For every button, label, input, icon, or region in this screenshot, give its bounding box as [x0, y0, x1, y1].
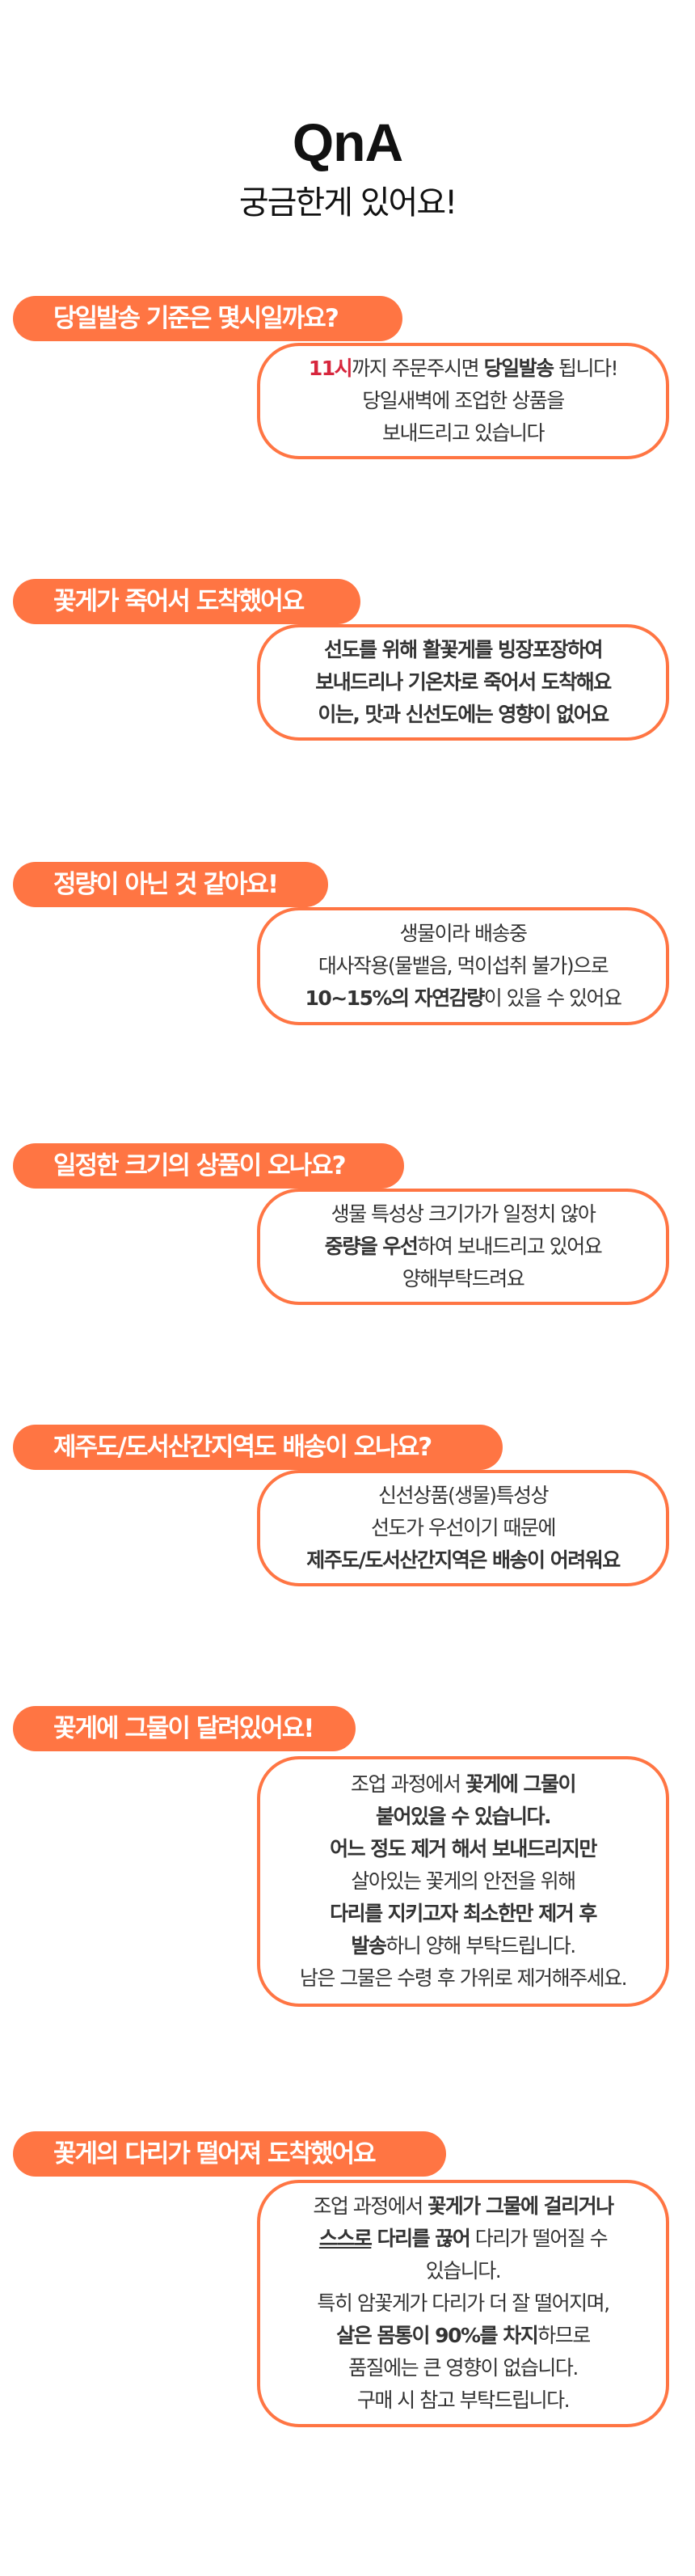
question-pill: 제주도/도서산간지역도 배송이 오나요?	[13, 1425, 503, 1470]
answer-text-emphasis: 11시	[308, 357, 353, 380]
page-subtitle: 궁금한게 있어요!	[238, 184, 457, 222]
answer-line: 남은 그물은 수령 후 가위로 제거해주세요.	[299, 1962, 628, 1995]
answer-text-emphasis: 보내드리나 기온차로 죽어서 도착해요	[315, 670, 612, 694]
answer-line: 중량을 우선하여 보내드리고 있어요	[324, 1231, 603, 1263]
answer-text-emphasis: 다리를 지키고자 최소한만 제거 후	[330, 1902, 597, 1925]
answer-text: 남은 그물은 수령 후 가위로 제거해주세요.	[299, 1966, 628, 1990]
answer-text: 하므로	[537, 2324, 591, 2347]
answer-line: 10~15%의 자연감량이 있을 수 있어요	[305, 982, 622, 1015]
answer-line: 다리를 지키고자 최소한만 제거 후	[330, 1898, 597, 1930]
answer-text: 하니 양해 부탁드립니다.	[385, 1934, 576, 1957]
answer-line: 대사작용(물뱉음, 먹이섭취 불가)으로	[318, 950, 609, 982]
answer-line: 당일새벽에 조업한 상품을	[362, 385, 565, 417]
answer-line: 선도가 우선이기 때문에	[371, 1512, 556, 1544]
answer-line: 스스로 다리를 끊어 다리가 떨어질 수	[318, 2223, 609, 2255]
answer-text: 특히 암꽃게가 다리가 더 잘 떨어지며,	[317, 2291, 610, 2315]
answer-text-emphasis: 중량을 우선	[324, 1235, 419, 1258]
answer-text: 양해부탁드려요	[402, 1267, 525, 1290]
answer-text: 생물 특성상 크기가가 일정치 않아	[331, 1202, 596, 1226]
answer-text-emphasis: 스스로	[318, 2227, 373, 2250]
answer-line: 구매 시 참고 부탁드립니다.	[356, 2384, 571, 2417]
answer-line: 제주도/도서산간지역은 배송이 어려워요	[306, 1544, 621, 1577]
answer-text: 신선상품(생물)특성상	[377, 1484, 550, 1507]
question-pill: 꽃게가 죽어서 도착했어요	[13, 579, 360, 624]
answer-line: 이는, 맛과 신선도에는 영향이 없어요	[318, 699, 609, 731]
answer-text: 당일새벽에 조업한 상품을	[362, 389, 565, 412]
answer-text-emphasis: 살은 몸통이 90%를 차지	[336, 2324, 538, 2347]
answer-text: 됩니다!	[553, 357, 619, 380]
answer-text-emphasis: 발송	[351, 1934, 387, 1957]
answer-text: 까지 주문주시면	[352, 357, 484, 380]
answer-text: 품질에는 큰 영향이 없습니다.	[348, 2356, 579, 2380]
answer-text: 보내드리고 있습니다	[382, 421, 545, 445]
answer-line: 특히 암꽃게가 다리가 더 잘 떨어지며,	[317, 2287, 610, 2320]
answer-line: 살아있는 꽃게의 안전을 위해	[351, 1865, 576, 1898]
answer-text: 조업 과정에서	[313, 2194, 428, 2218]
answer-line: 붙어있을 수 있습니다.	[376, 1801, 551, 1833]
answer-line: 조업 과정에서 꽃게에 그물이	[350, 1768, 577, 1801]
answer-line: 11시까지 주문주시면 당일발송 됩니다!	[308, 353, 619, 385]
question-pill: 당일발송 기준은 몇시일까요?	[13, 296, 402, 341]
answer-line: 선도를 위해 활꽃게를 빙장포장하여	[323, 634, 604, 666]
answer-text: 조업 과정에서	[350, 1772, 465, 1796]
answer-text-emphasis: 제주도/도서산간지역은 배송이 어려워요	[306, 1548, 621, 1572]
answer-line: 발송하니 양해 부탁드립니다.	[351, 1930, 576, 1962]
answer-line: 보내드리나 기온차로 죽어서 도착해요	[315, 666, 612, 699]
answer-text: 하여 보내드리고 있어요	[417, 1235, 602, 1258]
answer-text: 대사작용(물뱉음, 먹이섭취 불가)으로	[318, 954, 609, 978]
answer-text-emphasis: 꽃게가 그물에 걸리거나	[428, 2194, 614, 2218]
answer-text-emphasis: 다리를 끊어	[371, 2227, 471, 2250]
answer-text: 구매 시 참고 부탁드립니다.	[356, 2388, 571, 2412]
answer-text-emphasis: 붙어있을 수 있습니다.	[376, 1805, 551, 1828]
answer-text-emphasis: 어느 정도 제거 해서 보내드리지만	[330, 1837, 597, 1860]
answer-text-emphasis: 꽃게에 그물이	[465, 1772, 577, 1796]
answer-line: 품질에는 큰 영향이 없습니다.	[348, 2352, 579, 2384]
answer-line: 있습니다.	[425, 2255, 502, 2287]
question-pill: 꽃게의 다리가 떨어져 도착했어요	[13, 2131, 446, 2177]
answer-text: 이 있을 수 있어요	[483, 986, 622, 1010]
answer-line: 조업 과정에서 꽃게가 그물에 걸리거나	[313, 2190, 614, 2223]
question-pill: 정량이 아닌 것 같아요!	[13, 862, 328, 907]
question-pill: 일정한 크기의 상품이 오나요?	[13, 1143, 404, 1189]
answer-line: 양해부탁드려요	[402, 1263, 525, 1295]
answer-text: 생물이라 배송중	[399, 922, 528, 945]
answer-text: 다리가 떨어질 수	[470, 2227, 609, 2250]
answer-text-emphasis: 당일발송	[483, 357, 555, 380]
answer-line: 생물 특성상 크기가가 일정치 않아	[331, 1198, 596, 1231]
answer-line: 생물이라 배송중	[399, 918, 528, 950]
answer-text: 살아있는 꽃게의 안전을 위해	[351, 1869, 576, 1893]
answer-line: 어느 정도 제거 해서 보내드리지만	[330, 1833, 597, 1865]
answer-line: 살은 몸통이 90%를 차지하므로	[336, 2320, 591, 2352]
answer-text: 있습니다.	[425, 2259, 502, 2283]
answer-line: 보내드리고 있습니다	[382, 417, 545, 450]
answer-text: 선도가 우선이기 때문에	[371, 1516, 556, 1539]
answer-text-emphasis: 선도를 위해 활꽃게를 빙장포장하여	[323, 638, 604, 661]
question-pill: 꽃게에 그물이 달려있어요!	[13, 1706, 356, 1751]
answer-text-emphasis: 이는, 맛과 신선도에는 영향이 없어요	[318, 703, 609, 726]
answer-line: 신선상품(생물)특성상	[377, 1480, 550, 1512]
answer-text-emphasis: 10~15%의 자연감량	[305, 986, 485, 1010]
page-title: QnA	[292, 112, 403, 172]
